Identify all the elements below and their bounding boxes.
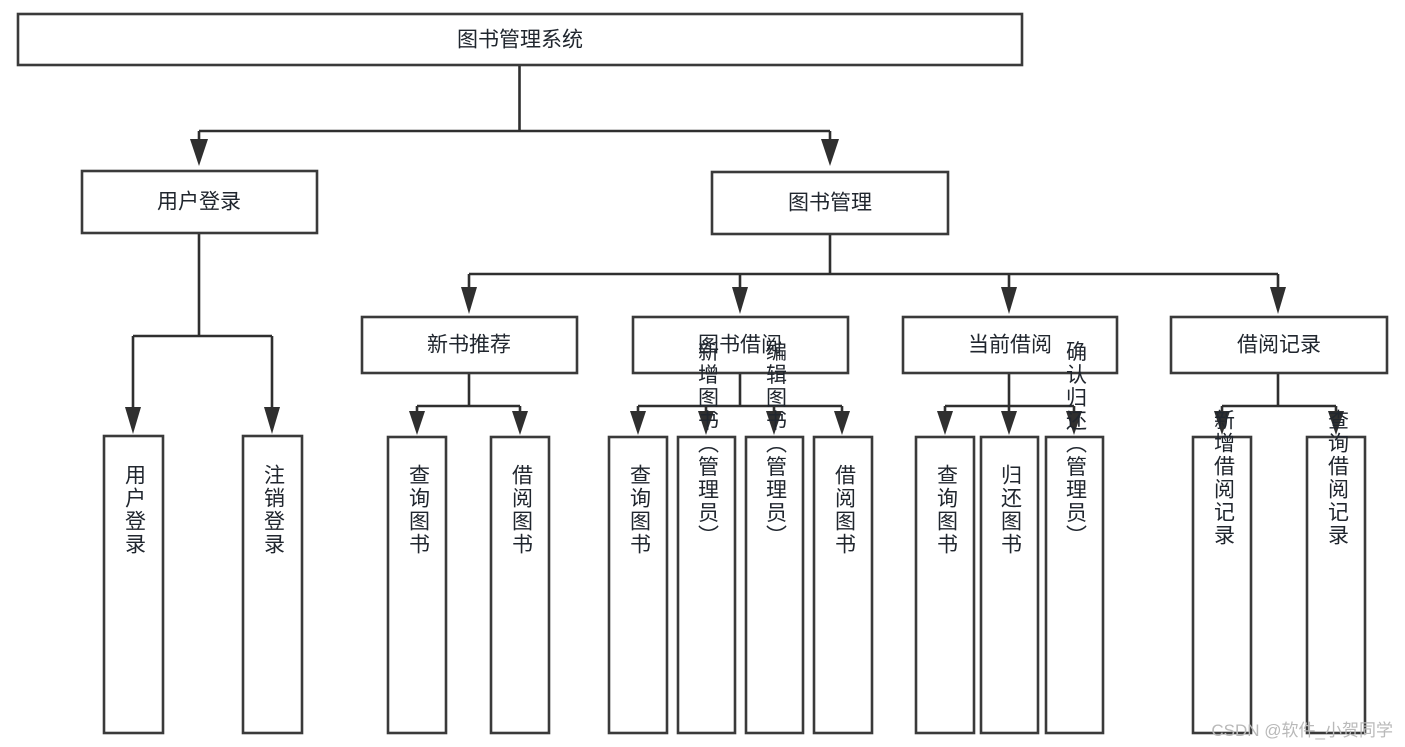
node-leaf-return-book-label: 归还图书 bbox=[999, 464, 1023, 556]
node-leaf-add-record-box[interactable] bbox=[1191, 435, 1253, 735]
connector-group-user-login-to-leaves bbox=[125, 233, 280, 434]
node-leaf-confirm-return[interactable]: 确认归还（管理员） bbox=[1044, 341, 1105, 735]
arrow-head-leaf-logout-login bbox=[264, 407, 280, 434]
node-current-borrow-label: 当前借阅 bbox=[968, 334, 1052, 357]
node-leaf-confirm-return-box[interactable] bbox=[1044, 435, 1105, 735]
node-leaf-add-record[interactable]: 新增借阅记录 bbox=[1191, 409, 1253, 735]
arrow-head-book-borrow bbox=[732, 287, 748, 314]
node-leaf-query-book-3[interactable]: 查询图书 bbox=[914, 435, 976, 735]
node-borrow-record-label: 借阅记录 bbox=[1237, 334, 1321, 357]
node-leaf-user-login-box[interactable] bbox=[102, 434, 165, 735]
node-leaf-return-book[interactable]: 归还图书 bbox=[979, 435, 1040, 735]
node-leaf-edit-book-box[interactable] bbox=[744, 435, 805, 735]
arrow-head-borrow-record bbox=[1270, 287, 1286, 314]
node-user-login-box[interactable] bbox=[80, 169, 319, 235]
node-leaf-logout-login[interactable]: 注销登录 bbox=[241, 434, 304, 735]
node-leaf-borrow-book-2[interactable]: 借阅图书 bbox=[812, 435, 874, 735]
arrow-head-current-borrow bbox=[1001, 287, 1017, 314]
node-leaf-logout-login-label: 注销登录 bbox=[262, 464, 286, 556]
node-leaf-add-record-label: 新增借阅记录 bbox=[1212, 409, 1236, 547]
node-leaf-query-book-1-label: 查询图书 bbox=[407, 464, 431, 556]
node-book-borrow[interactable]: 图书借阅 bbox=[631, 315, 850, 375]
node-leaf-edit-book[interactable]: 编辑图书（管理员） bbox=[744, 341, 805, 735]
node-book-borrow-box[interactable] bbox=[631, 315, 850, 375]
node-leaf-borrow-book-1[interactable]: 借阅图书 bbox=[489, 435, 551, 735]
connector-group-root-to-level2 bbox=[190, 66, 839, 166]
node-leaf-return-book-box[interactable] bbox=[979, 435, 1040, 735]
arrow-head-leaf-return-book bbox=[1001, 411, 1017, 435]
arrow-head-leaf-borrow-book-1 bbox=[512, 411, 528, 435]
arrow-head-leaf-user-login bbox=[125, 407, 141, 434]
connector-group-book-borrow-to-leaves bbox=[630, 373, 850, 435]
node-leaf-add-book-label: 新增图书（管理员） bbox=[696, 341, 720, 548]
node-leaf-edit-book-label: 编辑图书（管理员） bbox=[764, 341, 788, 548]
node-new-book-recommend-label: 新书推荐 bbox=[427, 334, 511, 357]
connector-group-current-borrow-to-leaves bbox=[937, 373, 1082, 435]
node-root[interactable]: 图书管理系统 bbox=[16, 12, 1024, 67]
arrow-head-user-login bbox=[190, 139, 208, 166]
node-leaf-user-login-label: 用户登录 bbox=[123, 464, 147, 556]
node-leaf-query-record[interactable]: 查询借阅记录 bbox=[1305, 409, 1367, 735]
node-borrow-record-box[interactable] bbox=[1169, 315, 1389, 375]
node-leaf-confirm-return-label: 确认归还（管理员） bbox=[1064, 341, 1088, 548]
node-leaf-query-book-1-box[interactable] bbox=[386, 435, 448, 735]
node-leaf-borrow-book-2-box[interactable] bbox=[812, 435, 874, 735]
arrow-head-leaf-borrow-book-2 bbox=[834, 411, 850, 435]
node-current-borrow-box[interactable] bbox=[901, 315, 1119, 375]
arrow-head-leaf-query-book-1 bbox=[409, 411, 425, 435]
node-leaf-query-book-2-box[interactable] bbox=[607, 435, 669, 735]
connector-group-borrow-record-to-leaves bbox=[1214, 373, 1344, 435]
node-leaf-logout-login-box[interactable] bbox=[241, 434, 304, 735]
arrow-head-leaf-edit-book bbox=[766, 411, 782, 435]
node-new-book-recommend[interactable]: 新书推荐 bbox=[360, 315, 579, 375]
node-leaf-query-record-box[interactable] bbox=[1305, 435, 1367, 735]
node-user-login[interactable]: 用户登录 bbox=[80, 169, 319, 235]
node-leaf-borrow-book-1-label: 借阅图书 bbox=[510, 464, 534, 556]
arrow-head-leaf-add-record bbox=[1214, 411, 1230, 435]
node-current-borrow[interactable]: 当前借阅 bbox=[901, 315, 1119, 375]
arrow-head-leaf-query-book-3 bbox=[937, 411, 953, 435]
arrow-head-leaf-query-record bbox=[1328, 411, 1344, 435]
connector-group-new-book-to-leaves bbox=[409, 373, 528, 435]
node-root-label: 图书管理系统 bbox=[457, 29, 583, 52]
node-leaf-query-book-3-box[interactable] bbox=[914, 435, 976, 735]
node-book-manage[interactable]: 图书管理 bbox=[710, 170, 950, 236]
arrow-head-leaf-add-book bbox=[698, 411, 714, 435]
node-leaf-user-login[interactable]: 用户登录 bbox=[102, 434, 165, 735]
node-root-box[interactable] bbox=[16, 12, 1024, 67]
node-leaf-query-book-1[interactable]: 查询图书 bbox=[386, 435, 448, 735]
arrow-head-leaf-confirm-return bbox=[1066, 411, 1082, 435]
node-leaf-query-record-label: 查询借阅记录 bbox=[1326, 409, 1350, 547]
node-borrow-record[interactable]: 借阅记录 bbox=[1169, 315, 1389, 375]
node-book-manage-box[interactable] bbox=[710, 170, 950, 236]
arrow-head-new-book-recommend bbox=[461, 287, 477, 314]
node-leaf-add-book-box[interactable] bbox=[676, 435, 737, 735]
connector-group-book-manage-to-level3 bbox=[461, 234, 1286, 314]
node-leaf-query-book-3-label: 查询图书 bbox=[935, 464, 959, 556]
node-leaf-borrow-book-2-label: 借阅图书 bbox=[833, 464, 857, 556]
node-leaf-query-book-2[interactable]: 查询图书 bbox=[607, 435, 669, 735]
node-leaf-query-book-2-label: 查询图书 bbox=[628, 464, 652, 556]
node-leaf-add-book[interactable]: 新增图书（管理员） bbox=[676, 341, 737, 735]
node-user-login-label: 用户登录 bbox=[157, 191, 241, 214]
node-book-borrow-label: 图书借阅 bbox=[698, 334, 782, 357]
arrow-head-leaf-query-book-2 bbox=[630, 411, 646, 435]
arrow-head-book-manage bbox=[821, 139, 839, 166]
node-book-manage-label: 图书管理 bbox=[788, 192, 872, 215]
node-new-book-recommend-box[interactable] bbox=[360, 315, 579, 375]
node-leaf-borrow-book-1-box[interactable] bbox=[489, 435, 551, 735]
